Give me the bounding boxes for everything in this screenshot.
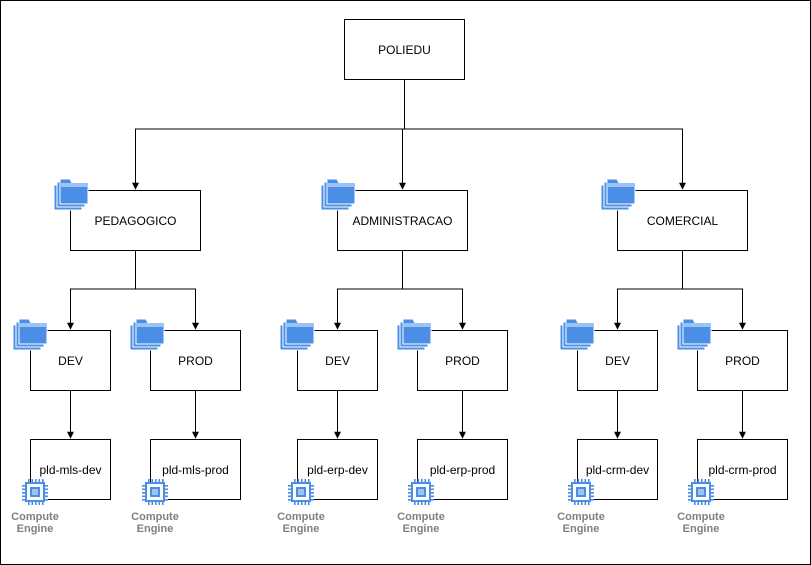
folder-stack-icon: [13, 319, 48, 351]
connector-department-to-env: [67, 251, 136, 330]
compute-engine-label: Compute Engine: [277, 511, 325, 535]
folder-stack-icon: [54, 179, 89, 211]
env-label: PROD: [445, 353, 480, 368]
env-node-administracao-prod: PROD: [417, 330, 508, 391]
connector-root-to-department: [404, 80, 686, 190]
folder-stack-icon: [677, 319, 712, 351]
connector-department-to-env: [135, 251, 199, 330]
department-label: COMERCIAL: [646, 213, 719, 228]
folder-stack-icon: [397, 319, 432, 351]
env-node-pedagogico-prod: PROD: [150, 330, 241, 391]
env-label: DEV: [605, 353, 630, 368]
vm-label: pld-mls-dev: [39, 462, 102, 477]
folder-stack-icon: [560, 319, 595, 351]
vm-label: pld-mls-prod: [162, 462, 229, 477]
department-node-pedagogico: PEDAGOGICO: [70, 190, 201, 251]
root-node-label: POLIEDU: [378, 42, 431, 57]
compute-engine-label: Compute Engine: [11, 511, 59, 535]
compute-engine-icon: [408, 479, 434, 505]
env-label: PROD: [725, 353, 760, 368]
env-label: DEV: [325, 353, 350, 368]
department-node-comercial: COMERCIAL: [617, 190, 748, 251]
vm-label: pld-crm-prod: [708, 462, 777, 477]
compute-engine-icon: [142, 479, 168, 505]
env-node-comercial-prod: PROD: [697, 330, 788, 391]
vm-label: pld-crm-dev: [585, 462, 650, 477]
compute-engine-icon: [568, 479, 594, 505]
env-label: PROD: [178, 353, 213, 368]
compute-engine-icon: [688, 479, 714, 505]
root-node-poliedu: POLIEDU: [344, 19, 465, 80]
env-label: DEV: [58, 353, 83, 368]
compute-engine-icon: [22, 479, 48, 505]
folder-stack-icon: [130, 319, 165, 351]
connector-department-to-env: [614, 251, 683, 330]
compute-engine-label: Compute Engine: [131, 511, 179, 535]
folder-stack-icon: [601, 179, 636, 211]
compute-engine-icon: [288, 479, 314, 505]
compute-engine-label: Compute Engine: [557, 511, 605, 535]
vm-label: pld-erp-dev: [307, 462, 368, 477]
department-node-administracao: ADMINISTRACAO: [337, 190, 468, 251]
folder-stack-icon: [321, 179, 356, 211]
connector-department-to-env: [334, 251, 403, 330]
department-label: ADMINISTRACAO: [352, 213, 453, 228]
department-label: PEDAGOGICO: [94, 213, 177, 228]
connector-department-to-env: [402, 251, 466, 330]
compute-engine-label: Compute Engine: [677, 511, 725, 535]
folder-stack-icon: [280, 319, 315, 351]
vm-label: pld-erp-prod: [429, 462, 496, 477]
compute-engine-label: Compute Engine: [397, 511, 445, 535]
connector-department-to-env: [682, 251, 746, 330]
connector-root-to-department: [132, 80, 405, 190]
